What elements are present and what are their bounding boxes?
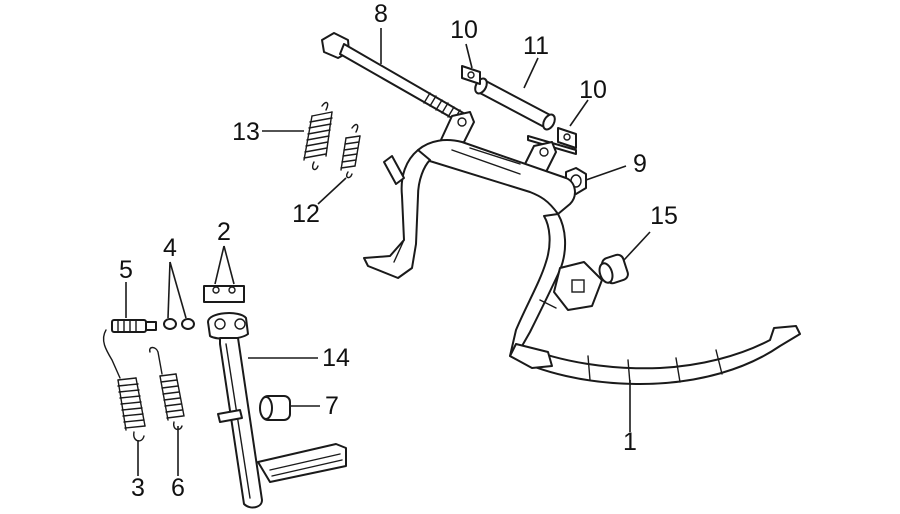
callout-9: 9 — [633, 150, 647, 178]
washers-part-4 — [163, 318, 195, 330]
callout-5: 5 — [119, 256, 133, 284]
callout-14: 14 — [322, 344, 350, 372]
callout-1: 1 — [623, 428, 637, 456]
plate-part-10-left — [461, 65, 481, 85]
plate-part-2 — [203, 285, 245, 303]
callout-3: 3 — [131, 474, 145, 502]
bolt-part-8 — [321, 32, 473, 127]
spring-part-12 — [340, 123, 361, 179]
spring-part-3 — [102, 329, 146, 442]
callout-12: 12 — [292, 200, 320, 228]
leader-lines — [125, 28, 651, 476]
callout-13: 13 — [232, 118, 260, 146]
callout-7: 7 — [325, 392, 339, 420]
spring-part-13 — [303, 101, 333, 171]
callout-labels: 1 2 3 4 5 6 7 8 9 10 10 11 12 13 14 15 — [119, 0, 678, 502]
pin-part-5 — [111, 319, 157, 333]
bushing-part-7 — [259, 395, 291, 421]
callout-10-right: 10 — [579, 76, 607, 104]
callout-6: 6 — [171, 474, 185, 502]
spring-part-6 — [148, 346, 185, 431]
callout-11: 11 — [523, 32, 549, 60]
callout-2: 2 — [217, 218, 231, 246]
stopper-part-15 — [598, 253, 629, 285]
callout-10-top: 10 — [450, 16, 478, 44]
main-stand-part-1 — [363, 111, 801, 385]
callout-15: 15 — [650, 202, 678, 230]
callout-8: 8 — [374, 0, 388, 28]
sleeve-part-11 — [474, 77, 556, 131]
side-stand-part-14 — [207, 312, 347, 509]
callout-4: 4 — [163, 234, 177, 262]
